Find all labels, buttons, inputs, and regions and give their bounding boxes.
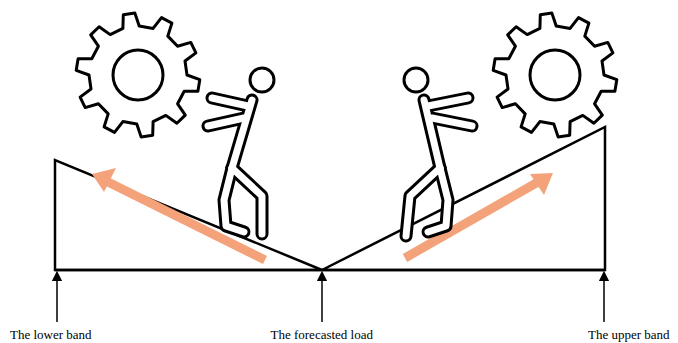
base-line [55, 269, 605, 272]
gear [493, 13, 617, 137]
axis-label: The upper band [588, 327, 670, 343]
pointer-arrow [56, 276, 58, 322]
left-ramp [55, 160, 322, 270]
stick-figure [404, 68, 472, 236]
axis-label: The forecasted load [271, 327, 374, 343]
gear [76, 13, 200, 137]
orange-arrow [92, 168, 265, 260]
pointer-arrow [603, 276, 605, 322]
right-ramp [322, 127, 605, 270]
pointer-arrow [321, 276, 323, 322]
axis-label: The lower band [10, 327, 92, 343]
stick-figure [208, 68, 274, 234]
